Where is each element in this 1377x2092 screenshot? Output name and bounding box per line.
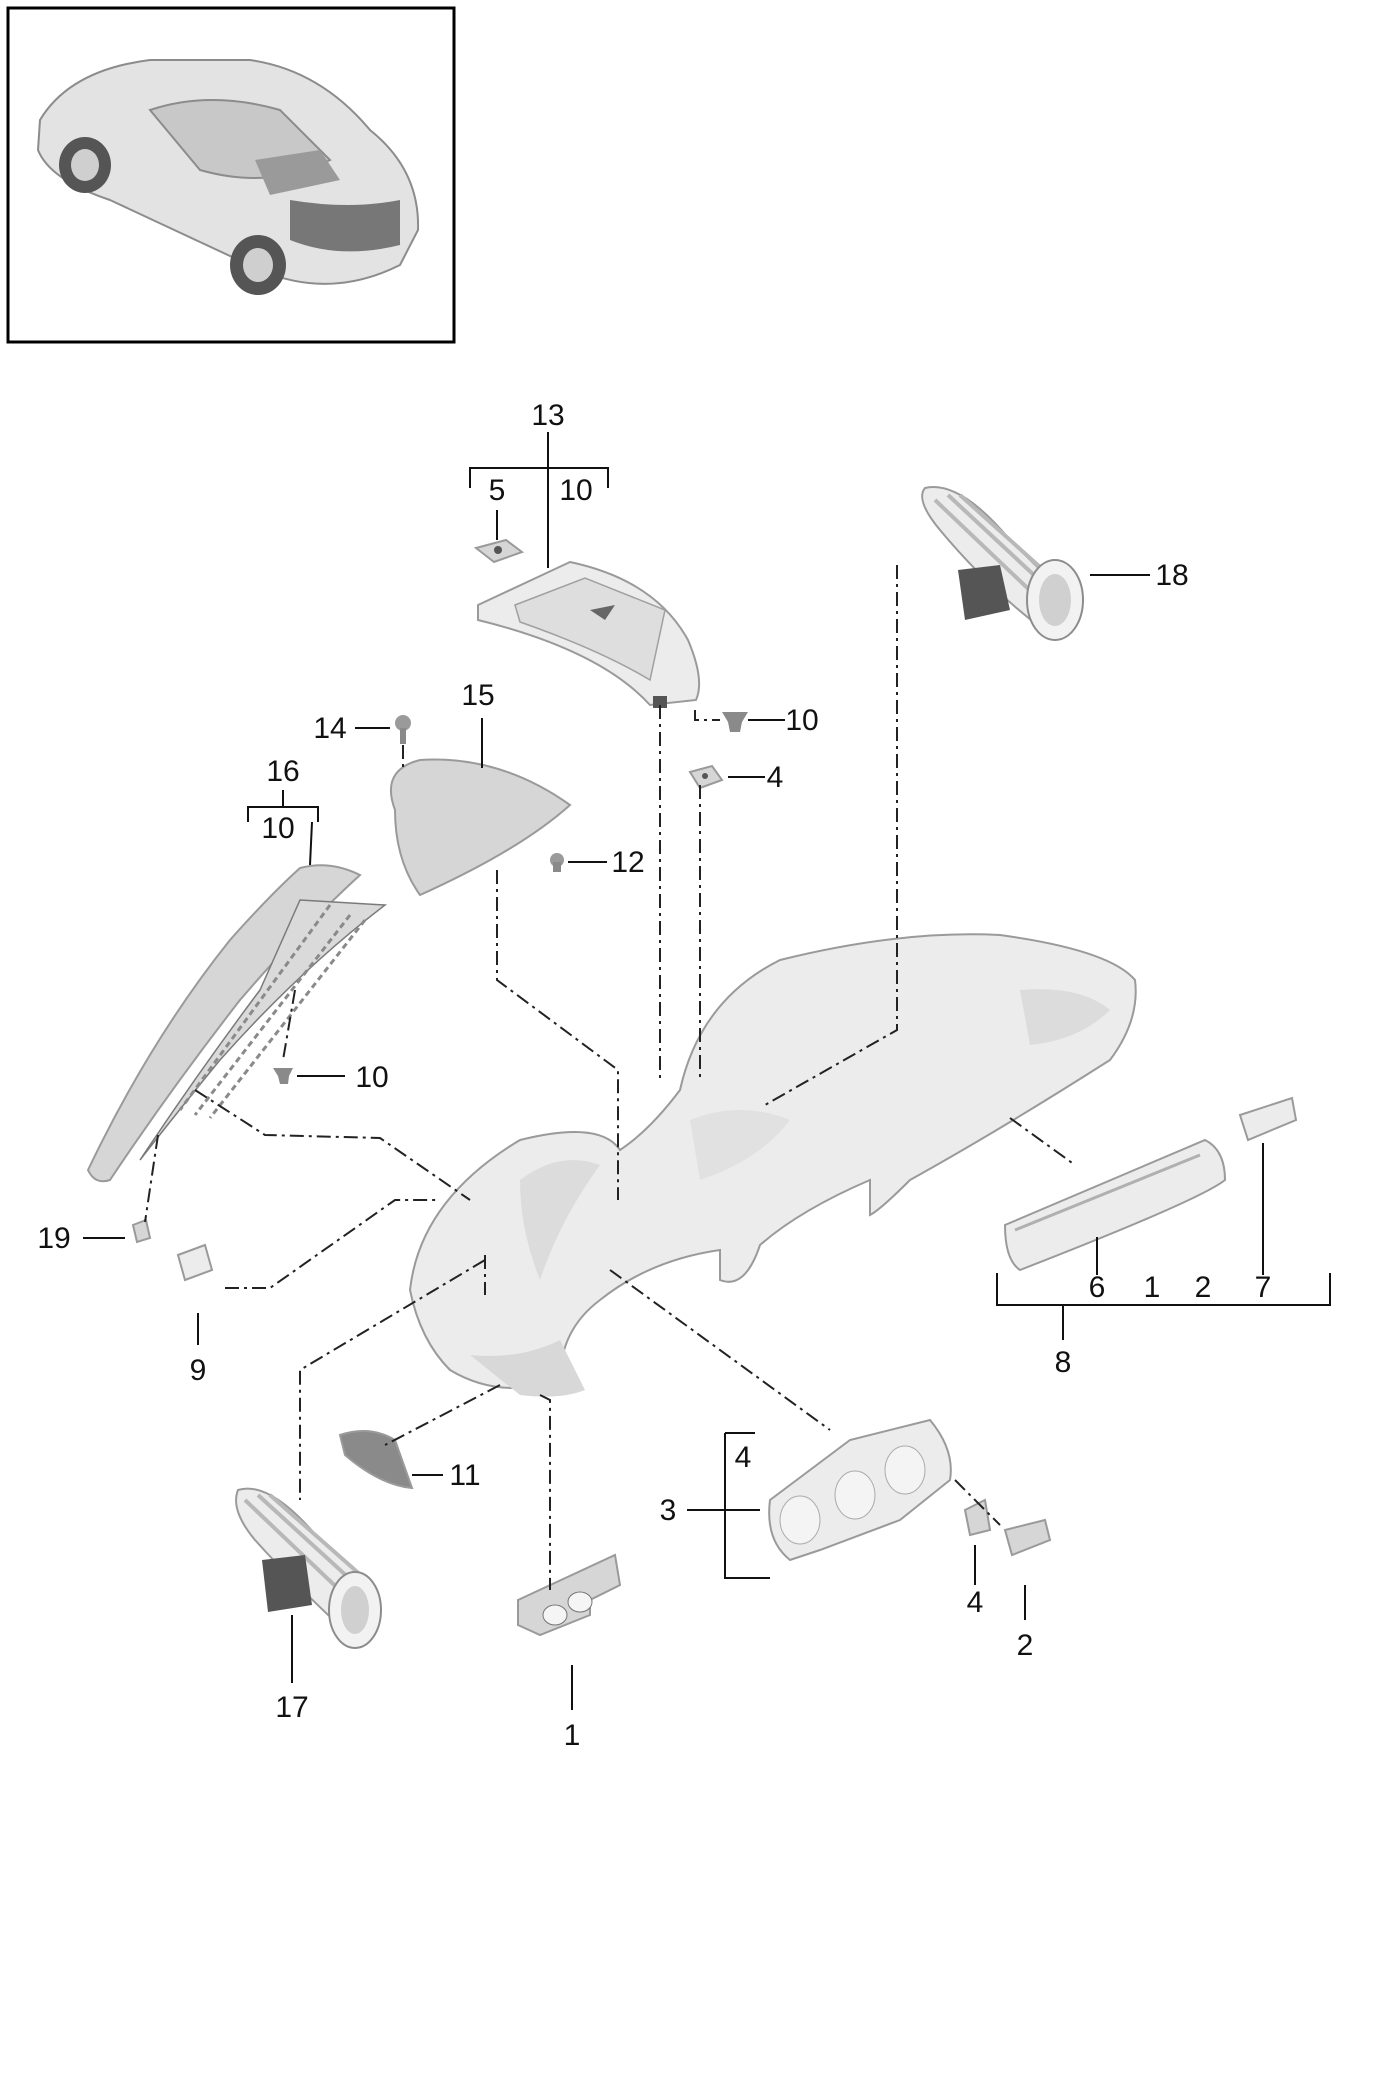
callout-16-sub-10: 10	[261, 812, 294, 845]
callout-17: 17	[275, 1691, 308, 1724]
part-11-cover	[338, 1430, 414, 1490]
part-14-screw	[395, 715, 411, 744]
callout-10-top: 10	[785, 704, 818, 737]
part-10-fastener-mid	[273, 1068, 293, 1084]
callout-9: 9	[190, 1354, 207, 1387]
part-10-fastener-top	[722, 712, 748, 732]
callout-2: 2	[1017, 1629, 1034, 1662]
callout-8-sub-1: 1	[1144, 1271, 1161, 1304]
part-6-trim-panel	[1003, 1138, 1227, 1272]
part-15-trim-cover	[390, 758, 572, 897]
callout-14: 14	[313, 712, 346, 745]
callout-3: 3	[660, 1494, 677, 1527]
callout-7: 7	[1255, 1271, 1272, 1304]
assembly-dash-lines	[144, 565, 1076, 1590]
callout-18: 18	[1155, 559, 1188, 592]
callout-12: 12	[611, 846, 644, 879]
part-12-screw	[550, 853, 564, 872]
callout-10-mid: 10	[355, 1061, 388, 1094]
callout-3-sub-4: 4	[735, 1441, 752, 1474]
callout-13-sub-5: 5	[489, 474, 506, 507]
callout-15: 15	[461, 679, 494, 712]
callout-19: 19	[37, 1222, 70, 1255]
part-3-instrument-frame	[768, 1418, 952, 1562]
callout-4-bottom: 4	[967, 1586, 984, 1619]
callout-11: 11	[449, 1459, 480, 1492]
part-5-clip	[473, 538, 525, 564]
part-7-trim-strip	[1238, 1096, 1298, 1142]
vehicle-thumbnail	[6, 6, 456, 344]
callout-13: 13	[531, 399, 564, 432]
part-18-air-vent-right	[921, 486, 1084, 641]
part-16-side-trim	[86, 864, 388, 1183]
callout-1: 1	[564, 1719, 581, 1752]
leader-lines	[83, 432, 1331, 1710]
part-4-nut-top	[688, 764, 724, 790]
callout-labels: 13 5 10 18 14 15 10 4 16 10 12 10 19 9 6…	[37, 399, 1271, 1752]
callout-4-top: 4	[767, 761, 784, 794]
part-19-clip	[131, 1218, 152, 1244]
part-13-center-trim	[477, 560, 701, 708]
part-9-plate	[176, 1243, 214, 1282]
car-convertible-rear-icon	[36, 59, 420, 295]
callout-13-sub-10: 10	[559, 474, 592, 507]
callout-6: 6	[1089, 1271, 1106, 1304]
part-dashboard-carrier	[408, 933, 1137, 1397]
part-17-air-vent-left	[235, 1487, 382, 1649]
callout-8: 8	[1055, 1346, 1072, 1379]
part-4-clip-bottom	[963, 1498, 992, 1537]
callout-16: 16	[266, 755, 299, 788]
callout-8-sub-2: 2	[1195, 1271, 1212, 1304]
part-1-switch-panel	[517, 1553, 622, 1637]
part-2-switch	[1003, 1518, 1052, 1557]
